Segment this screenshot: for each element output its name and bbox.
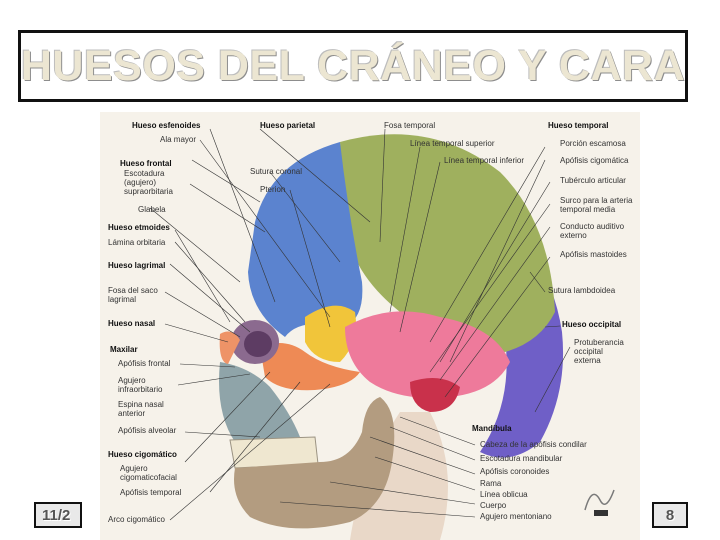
label-glabela: Glabela xyxy=(138,205,166,214)
label-escotadura-mand: Escotadura mandibular xyxy=(480,454,563,463)
label-apofisis-temporal: Apófisis temporal xyxy=(120,488,182,497)
frontal-bone xyxy=(248,142,363,337)
label-cigomaticofacial: cigomaticofacial xyxy=(120,473,177,482)
label-linea-inf: Línea temporal inferior xyxy=(444,156,525,165)
label-coronoides: Apófisis coronoides xyxy=(480,467,550,476)
label-apofisis-frontal: Apófisis frontal xyxy=(118,359,171,368)
label-anterior: anterior xyxy=(118,409,146,418)
temporal-red-part xyxy=(410,378,460,412)
label-mastoides: Apófisis mastoides xyxy=(560,250,627,259)
slide-title: HUESOS DEL CRÁNEO Y CARA xyxy=(20,41,686,90)
label-lambdoidea: Sutura lambdoidea xyxy=(548,286,616,295)
label-agujero-ciga: Agujero xyxy=(120,464,148,473)
label-lagrimal: Hueso lagrimal xyxy=(108,261,166,270)
skull-drawing xyxy=(149,128,571,540)
label-supraorbitaria: supraorbitaria xyxy=(124,187,173,196)
label-rama: Rama xyxy=(480,479,502,488)
label-cigomatica: Apófisis cigomática xyxy=(560,156,629,165)
label-conducto: Conducto auditivo xyxy=(560,222,625,231)
label-frontal: Hueso frontal xyxy=(120,159,172,168)
slide-date-text: 11/2 xyxy=(42,506,71,524)
label-temporal: Hueso temporal xyxy=(548,121,609,130)
label-fosa-temporal: Fosa temporal xyxy=(384,121,436,130)
temporal-bone xyxy=(345,311,510,398)
label-arco: Arco cigomático xyxy=(108,515,165,524)
label-pterion: Pterion xyxy=(260,185,286,194)
leader-lines xyxy=(149,128,571,521)
mandible-bone xyxy=(234,397,395,529)
label-parietal: Hueso parietal xyxy=(260,121,316,130)
label-cuerpo: Cuerpo xyxy=(480,501,507,510)
label-temporal-media: temporal media xyxy=(560,205,616,214)
parietal-bone xyxy=(340,134,555,352)
label-escamosa: Porción escamosa xyxy=(560,139,626,148)
label-agujero-infra: Agujero xyxy=(118,376,146,385)
sphenoid-bone xyxy=(305,305,356,362)
label-occipital-2: occipital xyxy=(574,347,603,356)
label-cabeza: Cabeza de la apófisis condilar xyxy=(480,440,587,449)
label-maxilar: Maxilar xyxy=(110,345,138,354)
label-externo: externo xyxy=(560,231,587,240)
zygomatic-bone xyxy=(260,343,360,391)
label-surco: Surco para la arteria xyxy=(560,196,633,205)
slide-title-box: HUESOS DEL CRÁNEO Y CARA xyxy=(18,30,688,102)
label-lamina: Lámina orbitaria xyxy=(108,238,166,247)
label-fosa-saco: Fosa del saco xyxy=(108,286,158,295)
label-infraorbitario: infraorbitario xyxy=(118,385,163,394)
label-nasal: Hueso nasal xyxy=(108,319,156,328)
label-agujero-supra: (agujero) xyxy=(124,178,157,187)
label-lagrimal-2: lagrimal xyxy=(108,295,137,304)
label-ala-mayor: Ala mayor xyxy=(160,135,197,144)
neck-shadow xyxy=(350,412,448,540)
label-espina: Espina nasal xyxy=(118,400,164,409)
label-mentoniano: Agujero mentoniano xyxy=(480,512,552,521)
label-sutura-coronal: Sutura coronal xyxy=(250,167,303,176)
label-esfenoides: Hueso esfenoides xyxy=(132,121,201,130)
label-occipital: Hueso occipital xyxy=(562,320,622,329)
label-linea-sup: Línea temporal superior xyxy=(410,139,495,148)
label-alveolar: Apófisis alveolar xyxy=(118,426,177,435)
label-oblicua: Línea oblicua xyxy=(480,490,528,499)
nasal-bone xyxy=(219,331,240,364)
label-escotadura: Escotadura xyxy=(124,169,165,178)
label-mandibula: Mandíbula xyxy=(472,424,512,433)
label-externa: externa xyxy=(574,356,601,365)
skull-illustration: Hueso esfenoides Ala mayor Hueso frontal… xyxy=(100,112,640,540)
slide-page-number: 8 xyxy=(652,502,688,528)
label-tuberculo: Tubérculo articular xyxy=(560,176,626,185)
slide-date: 11/2 xyxy=(34,502,82,528)
maxilla-bone xyxy=(219,362,300,442)
label-cigomatico: Hueso cigomático xyxy=(108,450,177,459)
artist-signature-icon xyxy=(584,489,615,516)
label-etmoides: Hueso etmoides xyxy=(108,223,170,232)
slide-page-number-text: 8 xyxy=(665,506,675,524)
label-protuberancia: Protuberancia xyxy=(574,338,624,347)
